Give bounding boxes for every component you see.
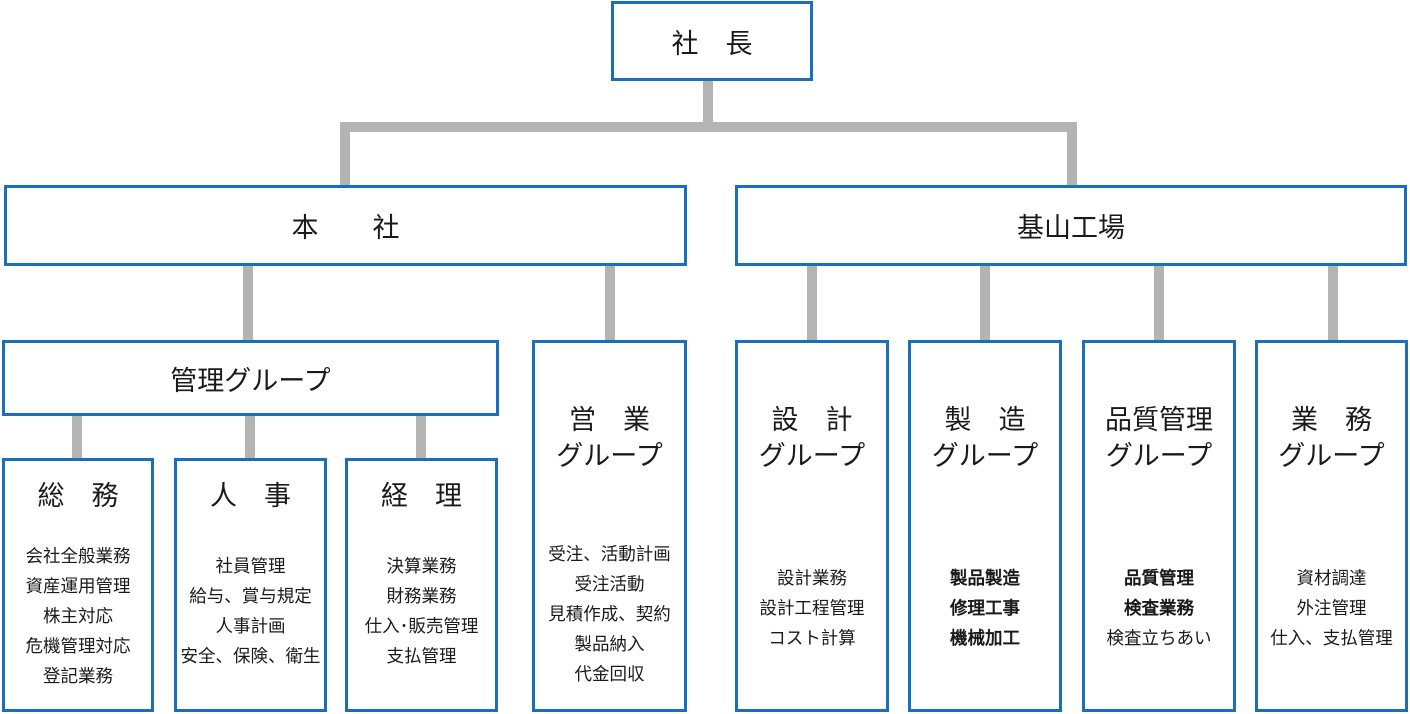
group-label-line: グループ xyxy=(931,441,1039,472)
group-label-line: グループ xyxy=(556,441,663,472)
branch-kiyama-label: 基山工場 xyxy=(1017,213,1125,244)
duty-item: 安全、保険、衛生 xyxy=(180,647,321,667)
branch-honsha-label: 本 社 xyxy=(291,213,400,244)
duty-item: 製品納入 xyxy=(574,635,645,655)
duty-item: 機械加工 xyxy=(950,629,1020,649)
group-label-line: 業 務 xyxy=(1291,405,1372,436)
department-jinji-label: 人 事 xyxy=(210,481,291,512)
duty-item: 仕入･販売管理 xyxy=(364,617,479,637)
group-label-line: グループ xyxy=(1105,441,1213,472)
duty-item: 修理工事 xyxy=(950,599,1020,619)
department-somu-duties: 会社全般業務 資産運用管理 株主対応 危機管理対応 登記業務 xyxy=(5,542,151,692)
president-label: 社 長 xyxy=(671,28,753,60)
duty-item: 危機管理対応 xyxy=(25,637,131,657)
branch-honsha-box: 本 社 xyxy=(4,185,687,266)
president-box: 社 長 xyxy=(611,1,813,81)
group-gyomu-label: 業 務 グループ xyxy=(1258,403,1405,475)
duty-item: 受注活動 xyxy=(574,575,645,595)
department-keiri-duties: 決算業務 財務業務 仕入･販売管理 支払管理 xyxy=(348,552,495,672)
duty-item: 会社全般業務 xyxy=(25,547,131,567)
duty-item: 設計工程管理 xyxy=(759,599,865,619)
duty-item: 給与、賞与規定 xyxy=(189,587,312,607)
group-kanri-label: 管理グループ xyxy=(170,365,331,397)
duty-item: 検査立ちあい xyxy=(1106,629,1212,649)
group-kanri-box: 管理グループ xyxy=(2,340,499,416)
duty-item: 受注、活動計画 xyxy=(548,545,671,565)
branch-kiyama-box: 基山工場 xyxy=(735,185,1407,266)
group-sekkei-label: 設 計 グループ xyxy=(738,403,886,475)
duty-item: 社員管理 xyxy=(215,557,286,577)
group-gyomu-box: 業 務 グループ 資材調達 外注管理 仕入、支払管理 xyxy=(1255,340,1408,712)
group-eigyo-box: 営 業 グループ 受注、活動計画 受注活動 見積作成、契約 製品納入 代金回収 xyxy=(532,340,687,712)
group-hinshitsu-duties: 品質管理 検査業務 検査立ちあい xyxy=(1085,564,1233,654)
duty-item: 製品製造 xyxy=(950,569,1020,589)
department-somu-label: 総 務 xyxy=(37,481,119,512)
duty-item: 品質管理 xyxy=(1124,569,1194,589)
duty-item: 検査業務 xyxy=(1124,599,1194,619)
group-hinshitsu-box: 品質管理 グループ 品質管理 検査業務 検査立ちあい xyxy=(1082,340,1236,712)
group-label-line: 品質管理 xyxy=(1105,405,1213,436)
group-sekkei-duties: 設計業務 設計工程管理 コスト計算 xyxy=(738,564,886,654)
group-label-line: グループ xyxy=(758,441,866,472)
group-label-line: グループ xyxy=(1278,441,1385,472)
department-keiri-label: 経 理 xyxy=(381,481,462,512)
department-jinji-box: 人 事 社員管理 給与、賞与規定 人事計画 安全、保険、衛生 xyxy=(174,458,327,712)
group-seizo-label: 製 造 グループ xyxy=(911,403,1059,475)
group-sekkei-box: 設 計 グループ 設計業務 設計工程管理 コスト計算 xyxy=(735,340,889,712)
group-eigyo-duties: 受注、活動計画 受注活動 見積作成、契約 製品納入 代金回収 xyxy=(535,540,684,690)
group-hinshitsu-label: 品質管理 グループ xyxy=(1085,403,1233,475)
group-label-line: 営 業 xyxy=(569,405,650,436)
group-seizo-box: 製 造 グループ 製品製造 修理工事 機械加工 xyxy=(908,340,1062,712)
group-seizo-duties: 製品製造 修理工事 機械加工 xyxy=(911,564,1059,654)
duty-item: コスト計算 xyxy=(768,629,856,649)
department-jinji-duties: 社員管理 給与、賞与規定 人事計画 安全、保険、衛生 xyxy=(177,552,324,672)
group-gyomu-duties: 資材調達 外注管理 仕入、支払管理 xyxy=(1258,564,1405,654)
duty-item: 資産運用管理 xyxy=(25,577,131,597)
duty-item: 外注管理 xyxy=(1296,599,1367,619)
duty-item: 支払管理 xyxy=(386,647,457,667)
duty-item: 株主対応 xyxy=(43,607,113,627)
department-somu-box: 総 務 会社全般業務 資産運用管理 株主対応 危機管理対応 登記業務 xyxy=(2,458,154,712)
duty-item: 資材調達 xyxy=(1296,569,1367,589)
duty-item: 人事計画 xyxy=(215,617,286,637)
group-label-line: 設 計 xyxy=(771,405,853,436)
duty-item: 仕入、支払管理 xyxy=(1270,629,1393,649)
department-keiri-box: 経 理 決算業務 財務業務 仕入･販売管理 支払管理 xyxy=(345,458,498,712)
duty-item: 決算業務 xyxy=(386,557,457,577)
duty-item: 設計業務 xyxy=(777,569,847,589)
group-label-line: 製 造 xyxy=(944,405,1026,436)
group-eigyo-label: 営 業 グループ xyxy=(535,403,684,475)
duty-item: 登記業務 xyxy=(43,667,113,687)
duty-item: 財務業務 xyxy=(386,587,457,607)
duty-item: 代金回収 xyxy=(574,665,645,685)
duty-item: 見積作成、契約 xyxy=(548,605,671,625)
